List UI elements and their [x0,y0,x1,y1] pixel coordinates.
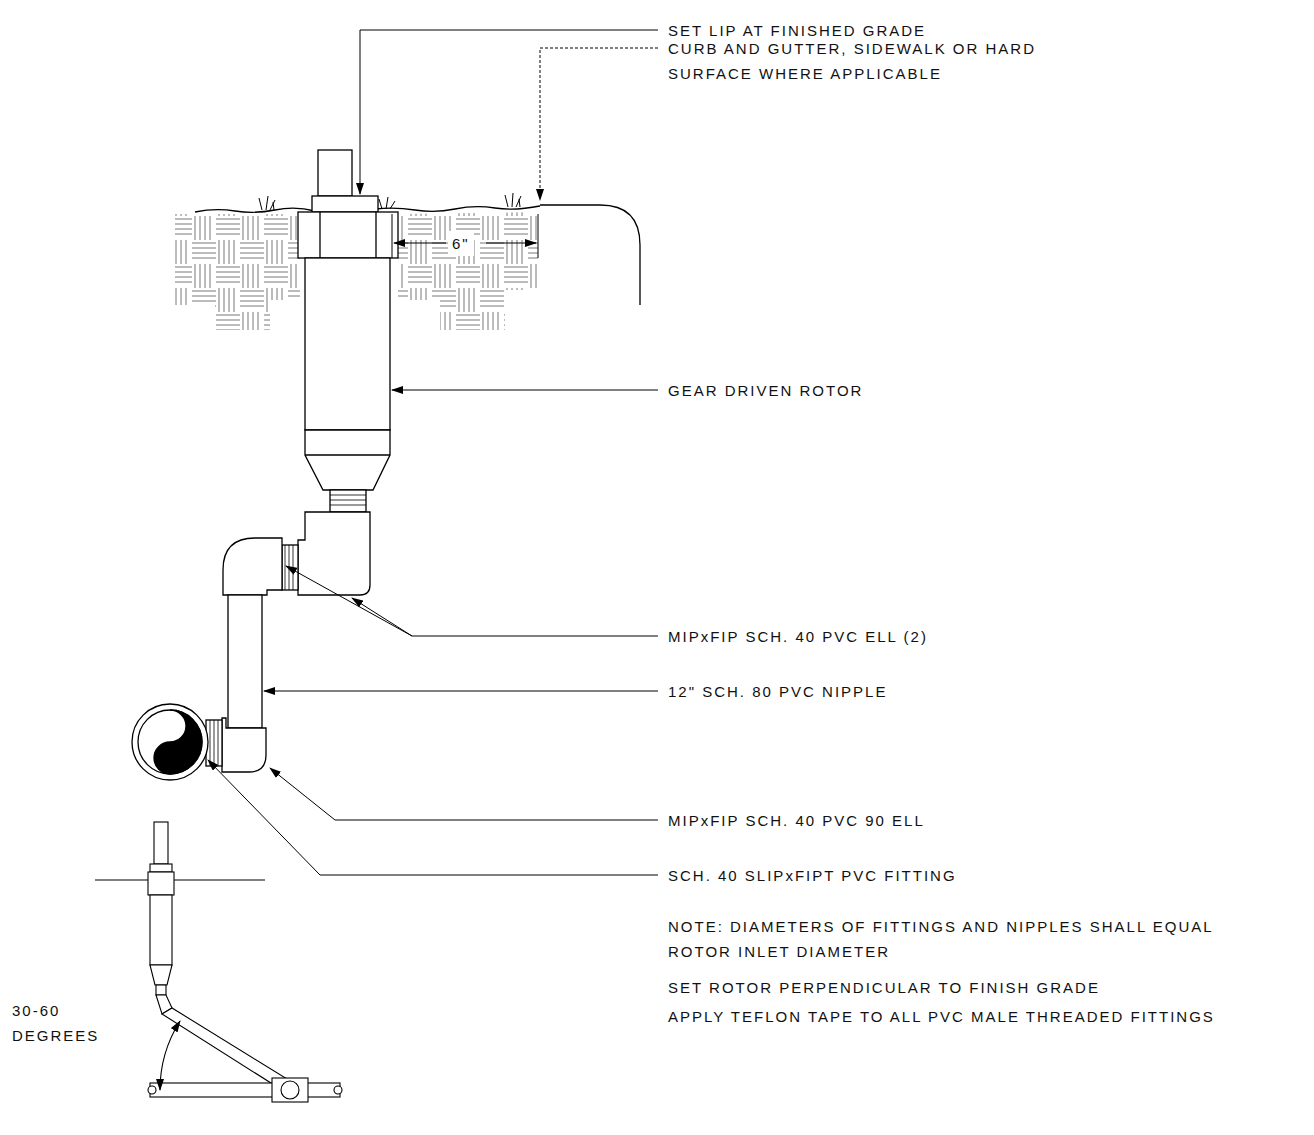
angle-label: 30-60 DEGREES [12,998,112,1048]
part-name: 12" SCH. 80 PVC NIPPLE [668,679,1228,704]
dimension: 6" [448,231,474,256]
part-name: MIPxFIP SCH. 40 PVC ELL (2) [668,624,1228,649]
general-note: APPLY TEFLON TAPE TO ALL PVC MALE THREAD… [668,1004,1268,1029]
curb-note: CURB AND GUTTER, SIDEWALK OR HARD SURFAC… [668,36,1068,86]
curb-outline [540,205,640,305]
finished-grade [195,193,540,212]
part-name: SCH. 40 SLIPxFIPT PVC FITTING [668,863,1228,888]
general-note: SET ROTOR PERPENDICULAR TO FINISH GRADE [668,975,1268,1000]
part-name: GEAR DRIVEN ROTOR [668,378,1068,403]
leader-lines [208,30,658,875]
part-name: MIPxFIP SCH. 40 PVC 90 ELL [668,808,1228,833]
general-note: NOTE: DIAMETERS OF FITTINGS AND NIPPLES … [668,914,1268,964]
gear-driven-rotor [298,150,398,512]
swing-joint-angle-view [95,822,342,1102]
swing-joint [132,512,370,780]
